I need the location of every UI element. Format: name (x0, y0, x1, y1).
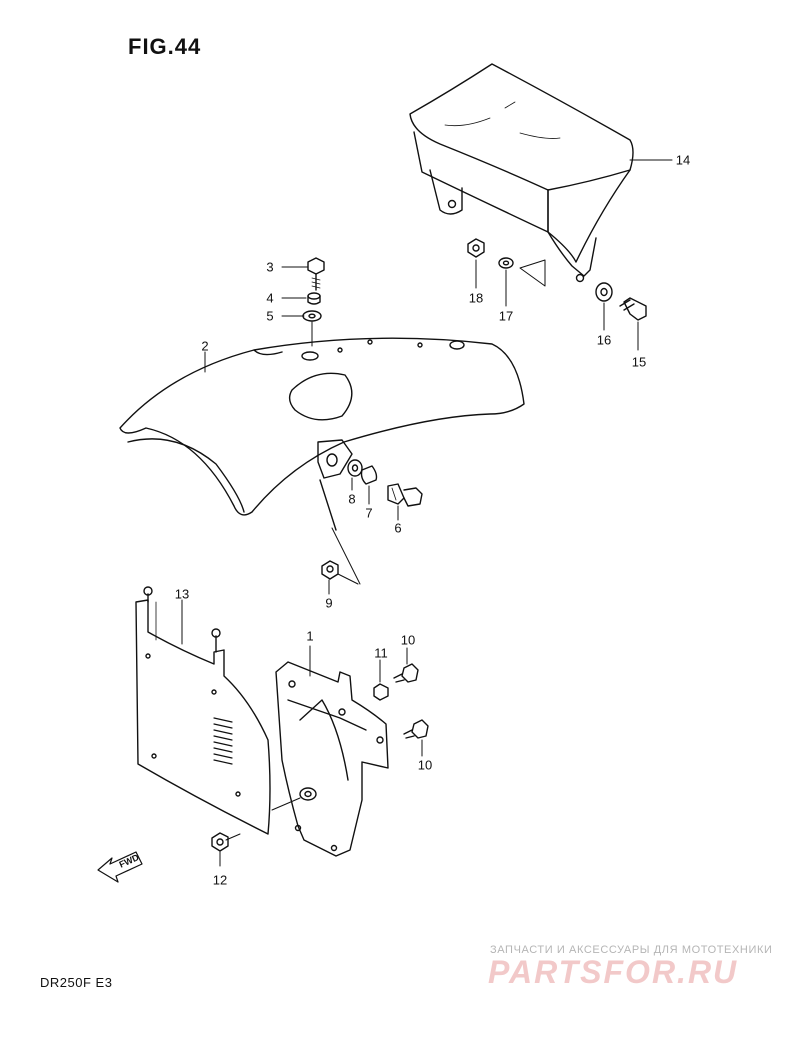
callout-10-upper: 10 (400, 632, 416, 648)
bolt-part-3 (307, 257, 325, 291)
callout-11: 11 (374, 645, 388, 661)
rear-fender-part-2 (119, 337, 525, 531)
figure-label: FIG.44 (128, 34, 202, 59)
collar-part-7 (360, 465, 378, 485)
callout-10-lower: 10 (417, 757, 433, 773)
bracket-part-1 (275, 661, 389, 857)
callout-1: 1 (306, 628, 314, 644)
bolt-part-10-upper (393, 663, 419, 683)
grommet-part-5 (302, 310, 322, 322)
nut-part-9 (321, 560, 339, 580)
callout-6: 6 (394, 520, 402, 536)
washer-part-8 (347, 459, 363, 477)
nut-part-12 (211, 832, 229, 852)
seat-cowl-part-14 (409, 63, 634, 283)
callout-13: 13 (174, 586, 190, 602)
collar-part-4 (307, 292, 321, 305)
callout-14: 14 (675, 152, 691, 168)
callout-17: 17 (498, 308, 514, 324)
callout-3: 3 (266, 259, 274, 275)
bolt-part-6 (387, 483, 423, 507)
fwd-arrow-icon (97, 851, 143, 883)
bolt-part-10-lower (403, 719, 429, 739)
mud-flap-part-13 (135, 586, 271, 835)
callout-15: 15 (631, 354, 647, 370)
callout-12: 12 (212, 872, 228, 888)
callout-18: 18 (468, 290, 484, 306)
callout-4: 4 (266, 290, 274, 306)
callout-7: 7 (365, 505, 373, 521)
callout-9: 9 (325, 595, 333, 611)
seat-washer-part-16 (595, 282, 613, 302)
callout-2: 2 (201, 338, 209, 354)
callout-8: 8 (348, 491, 356, 507)
watermark-logo: PARTSFOR.RU (488, 954, 739, 990)
seat-nut-part-18 (467, 238, 485, 258)
nut-part-11 (373, 683, 389, 701)
seat-bolt-part-15 (619, 297, 647, 321)
callout-5: 5 (266, 308, 274, 324)
callout-16: 16 (596, 332, 612, 348)
model-code: DR250F E3 (40, 975, 113, 990)
watermark-tagline: ЗАПЧАСТИ И АКСЕССУАРЫ ДЛЯ МОТОТЕХНИКИ (490, 944, 773, 956)
seat-washer-part-17 (498, 257, 514, 269)
